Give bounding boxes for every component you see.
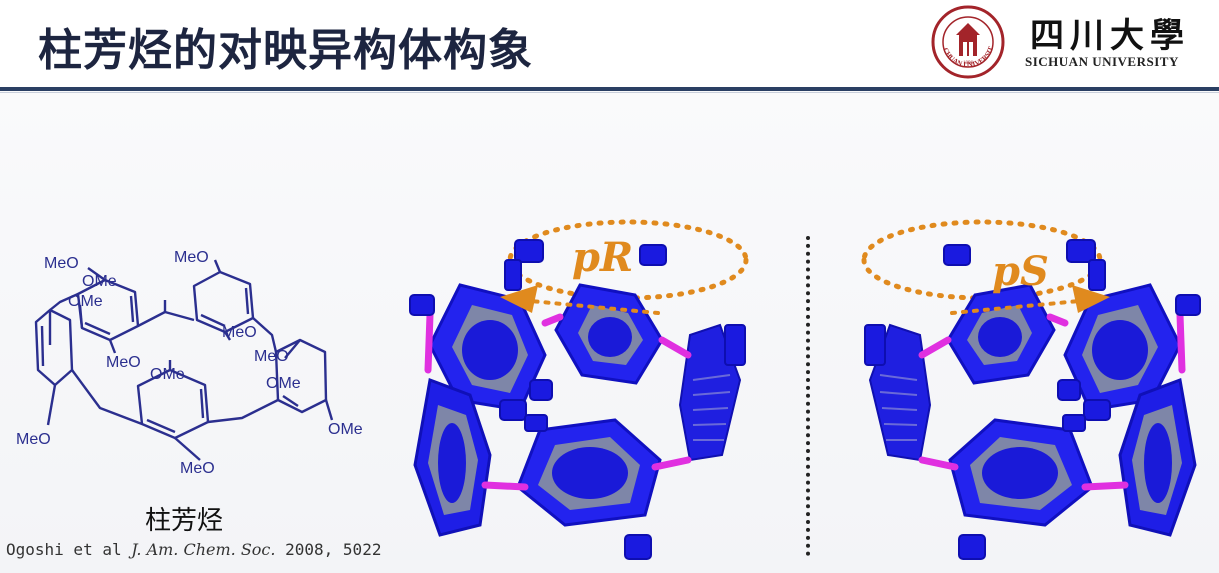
- header-rule: [0, 87, 1219, 91]
- mirror-divider: [806, 236, 810, 556]
- seal-year: 1896: [963, 61, 974, 66]
- ps-label: pS: [992, 248, 1049, 295]
- pillararene-structure: MeO MeO OMe MeO MeO MeO OMe MeO OMe MeO …: [16, 249, 363, 477]
- header-bar: 柱芳烃的对映异构体构象 SICHUAN UNIVERSITY 1896 四川大學…: [0, 0, 1219, 88]
- structure-label: OMe: [68, 293, 103, 310]
- structure-label: OMe: [82, 273, 117, 290]
- structure-label: MeO: [106, 354, 141, 371]
- structure-label: OMe: [328, 421, 363, 438]
- structure-label: MeO: [16, 431, 51, 448]
- pr-enantiomer-model: pR: [409, 219, 749, 560]
- structure-label: OMe: [266, 375, 301, 392]
- university-name-cn: 四川大學: [1030, 16, 1190, 56]
- slide-title: 柱芳烃的对映异构体构象: [38, 25, 533, 76]
- university-seal-icon: SICHUAN UNIVERSITY 1896: [930, 4, 1005, 79]
- structure-label: MeO: [174, 249, 209, 266]
- structure-label: MeO: [180, 460, 215, 477]
- ps-enantiomer-model: pS: [861, 219, 1201, 560]
- structure-label: OMe: [150, 366, 185, 383]
- citation: Ogoshi et al J. Am. Chem. Soc. 2008, 502…: [6, 540, 381, 559]
- pr-label: pR: [572, 234, 633, 281]
- structure-label: MeO: [222, 324, 257, 341]
- citation-authors: Ogoshi et al: [6, 540, 132, 559]
- university-name-en: SICHUAN UNIVERSITY: [1025, 54, 1179, 69]
- citation-year-page: 2008, 5022: [285, 540, 382, 559]
- citation-journal: J. Am. Chem. Soc.: [131, 540, 276, 559]
- structure-caption: 柱芳烃: [145, 506, 224, 536]
- structure-label: MeO: [44, 255, 79, 272]
- structure-label: MeO: [254, 348, 289, 365]
- header-rule-thin: [0, 92, 1219, 93]
